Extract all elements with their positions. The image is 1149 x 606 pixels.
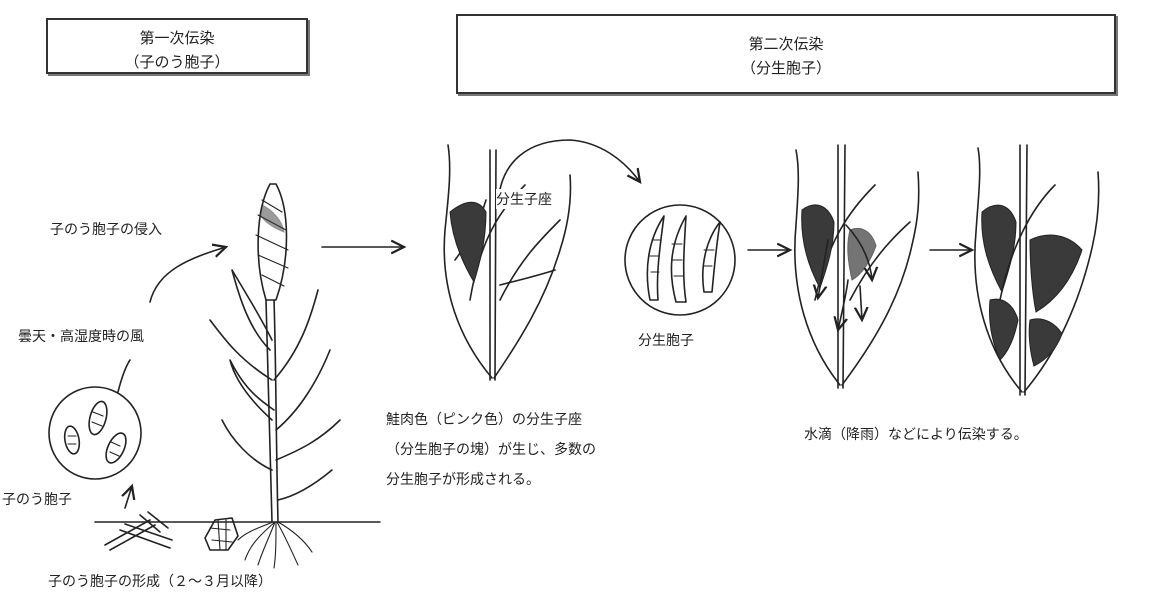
stubble-icon — [204, 517, 239, 551]
secondary-infection-title: 第二次伝染 — [748, 35, 824, 53]
label-ascospores: 子のう胞子 — [2, 489, 72, 509]
wheat-plant-icon — [209, 183, 341, 569]
description-right: 水滴（降雨）などにより伝染する。 — [804, 427, 1028, 443]
wind-arrow-lower — [117, 359, 131, 393]
secondary-infection-subtitle: （分生胞子） — [740, 59, 831, 77]
invasion-arrow — [149, 247, 226, 303]
spikelet-sporodochium-icon — [443, 144, 572, 381]
label-sporodochium: 分生子座 — [496, 189, 552, 209]
label-invasion: 子のう胞子の侵入 — [50, 222, 162, 238]
crop-debris-icon — [104, 511, 173, 551]
conidia-icon — [646, 215, 721, 303]
label-conidia: 分生胞子 — [638, 333, 694, 349]
conidia-circle — [624, 204, 736, 316]
ascospore-release-arrow — [125, 486, 132, 509]
ascospore-circle — [48, 386, 142, 480]
spikelet-infected-icon — [974, 144, 1100, 396]
secondary-infection-box: 第二次伝染 （分生胞子） — [456, 14, 1116, 94]
ascospore-icon — [63, 400, 127, 464]
spore-release-arrow — [497, 139, 640, 206]
primary-infection-title: 第一次伝染 — [139, 29, 215, 47]
primary-infection-subtitle: （子のう胞子） — [124, 53, 230, 71]
label-formation: 子のう胞子の形成（２～３月以降） — [48, 574, 272, 590]
spikelet-spreading-icon — [794, 144, 920, 389]
description-left-line-3: 分生胞子が形成される。 — [386, 472, 540, 488]
description-left: 鮭肉色（ピンク色）の分生子座 （分生胞子の塊）が生じ、多数の 分生胞子が形成され… — [386, 405, 596, 495]
description-left-line-1: 鮭肉色（ピンク色）の分生子座 — [386, 412, 582, 428]
description-left-line-2: （分生胞子の塊）が生じ、多数の — [386, 442, 596, 458]
primary-infection-box: 第一次伝染 （子のう胞子） — [46, 18, 308, 74]
label-wind: 曇天・高湿度時の風 — [18, 329, 144, 345]
